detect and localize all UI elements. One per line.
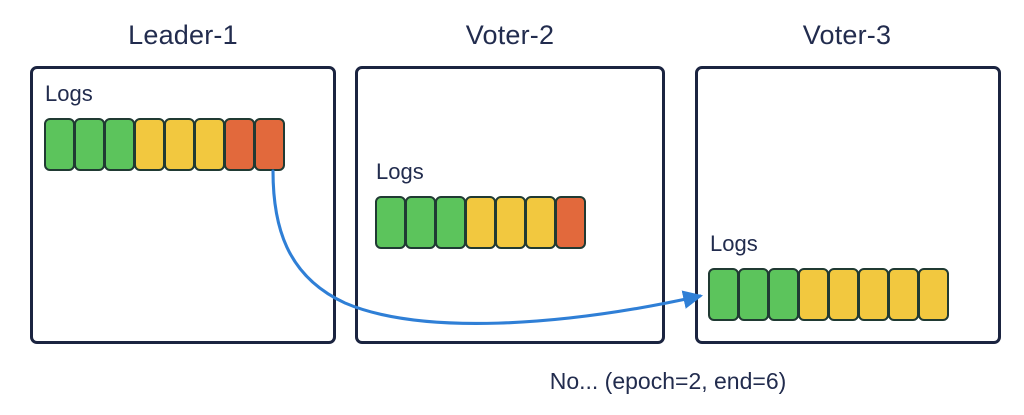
log-row-voter-2 — [375, 196, 586, 249]
node-title-voter-3: Voter-3 — [802, 20, 892, 50]
log-entry-yellow — [134, 118, 165, 171]
log-entry-green — [708, 268, 739, 321]
log-row-leader-1 — [44, 118, 285, 171]
log-entry-green — [738, 268, 769, 321]
logs-label-voter-2: Logs — [376, 159, 424, 184]
log-entry-yellow — [495, 196, 526, 249]
log-entry-green — [435, 196, 466, 249]
log-entry-yellow — [888, 268, 919, 321]
caption-text: No... (epoch=2, end=6) — [549, 368, 787, 394]
log-entry-yellow — [164, 118, 195, 171]
log-entry-green — [44, 118, 75, 171]
log-entry-yellow — [525, 196, 556, 249]
log-row-voter-3 — [708, 268, 949, 321]
log-entry-yellow — [798, 268, 829, 321]
log-entry-yellow — [828, 268, 859, 321]
log-entry-green — [768, 268, 799, 321]
node-panel-leader-1 — [30, 66, 336, 344]
log-entry-green — [74, 118, 105, 171]
log-entry-red — [254, 118, 285, 171]
logs-label-leader-1: Logs — [45, 81, 93, 106]
log-entry-yellow — [465, 196, 496, 249]
node-title-leader-1: Leader-1 — [128, 20, 238, 50]
log-entry-yellow — [194, 118, 225, 171]
node-title-voter-2: Voter-2 — [465, 20, 555, 50]
log-entry-green — [405, 196, 436, 249]
log-entry-green — [375, 196, 406, 249]
log-entry-yellow — [918, 268, 949, 321]
log-entry-green — [104, 118, 135, 171]
log-entry-yellow — [858, 268, 889, 321]
log-entry-red — [555, 196, 586, 249]
logs-label-voter-3: Logs — [710, 231, 758, 256]
log-entry-red — [224, 118, 255, 171]
